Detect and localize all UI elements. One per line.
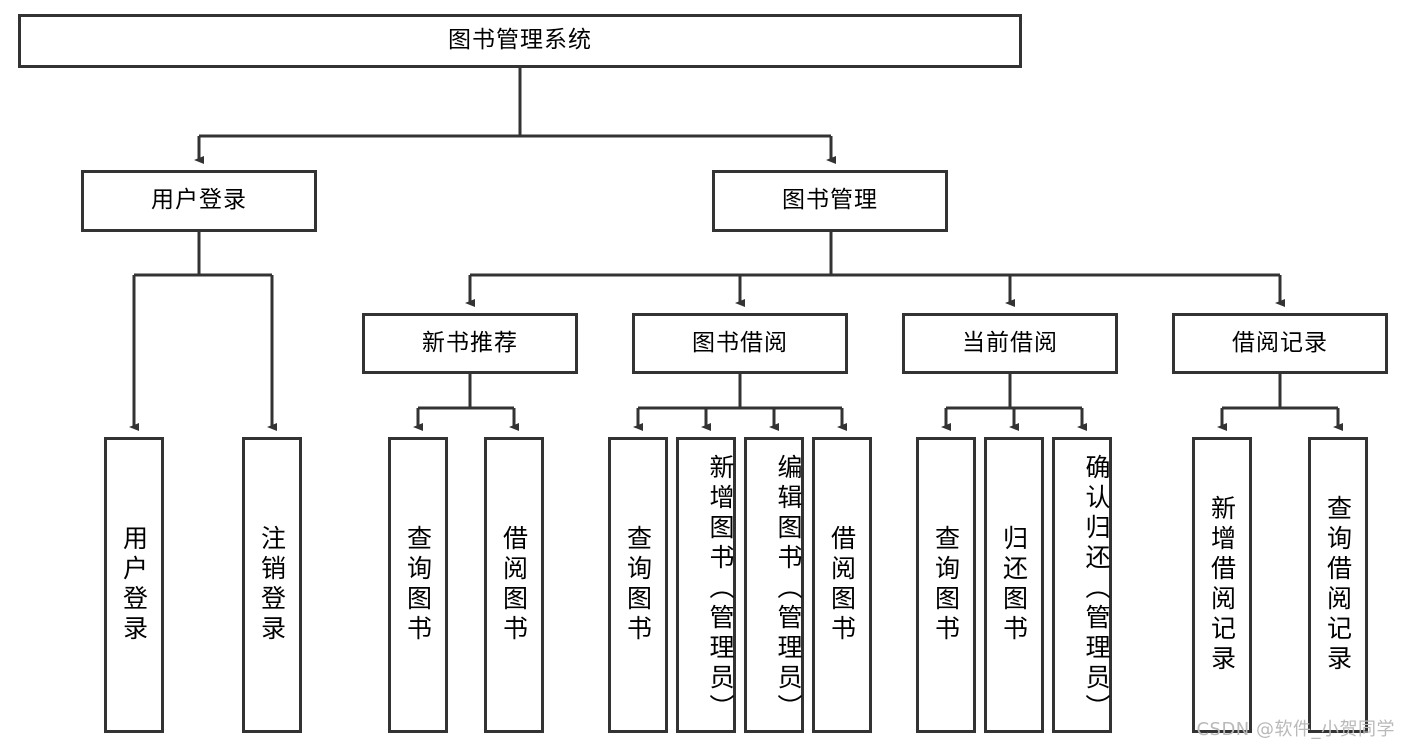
- leaf-current-query-book[interactable]: 查询图书: [916, 437, 976, 733]
- node-new-book-recommend[interactable]: 新书推荐: [362, 313, 578, 374]
- leaf-user-login-signin[interactable]: 用户登录: [104, 437, 164, 733]
- leaf-borrow-edit-book-admin[interactable]: 编辑图书（管理员）: [744, 437, 804, 733]
- leaf-recommend-query-book[interactable]: 查询图书: [388, 437, 448, 733]
- leaf-user-login-signout[interactable]: 注销登录: [242, 437, 302, 733]
- leaf-recommend-borrow-book[interactable]: 借阅图书: [484, 437, 544, 733]
- node-book-management[interactable]: 图书管理: [712, 170, 948, 232]
- leaf-borrow-borrow-book[interactable]: 借阅图书: [812, 437, 872, 733]
- leaf-borrow-add-book-admin[interactable]: 新增图书（管理员）: [676, 437, 736, 733]
- watermark-text: CSDN @软件_小贺同学: [1196, 719, 1395, 740]
- leaf-record-query-record[interactable]: 查询借阅记录: [1308, 437, 1368, 733]
- leaf-record-add-record[interactable]: 新增借阅记录: [1192, 437, 1252, 733]
- node-root-system[interactable]: 图书管理系统: [18, 14, 1022, 68]
- node-current-borrow[interactable]: 当前借阅: [902, 313, 1118, 374]
- leaf-borrow-query-book[interactable]: 查询图书: [608, 437, 668, 733]
- leaf-current-return-book[interactable]: 归还图书: [984, 437, 1044, 733]
- node-borrow-record[interactable]: 借阅记录: [1172, 313, 1388, 374]
- node-user-login[interactable]: 用户登录: [81, 170, 317, 232]
- leaf-current-confirm-return-admin[interactable]: 确认归还（管理员）: [1052, 437, 1112, 733]
- node-book-borrow[interactable]: 图书借阅: [632, 313, 848, 374]
